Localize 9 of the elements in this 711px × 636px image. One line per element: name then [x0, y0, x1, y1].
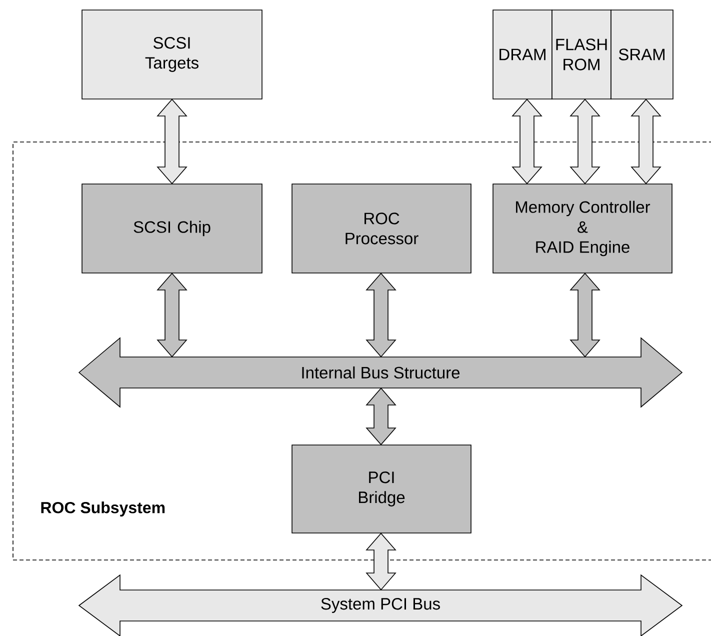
- controller-box: Memory Controller & RAID Engine: [492, 184, 672, 274]
- bridge-box: PCI Bridge: [292, 444, 472, 534]
- memory-box: FLASH ROM: [552, 10, 612, 100]
- memory-box: SRAM: [610, 10, 674, 100]
- chip-box: SCSI Chip: [82, 184, 262, 274]
- memory-box: DRAM: [492, 10, 552, 100]
- storage-box: SCSI Targets: [82, 10, 262, 100]
- processor-box: ROC Processor: [292, 184, 472, 274]
- double-arrow: [366, 388, 396, 446]
